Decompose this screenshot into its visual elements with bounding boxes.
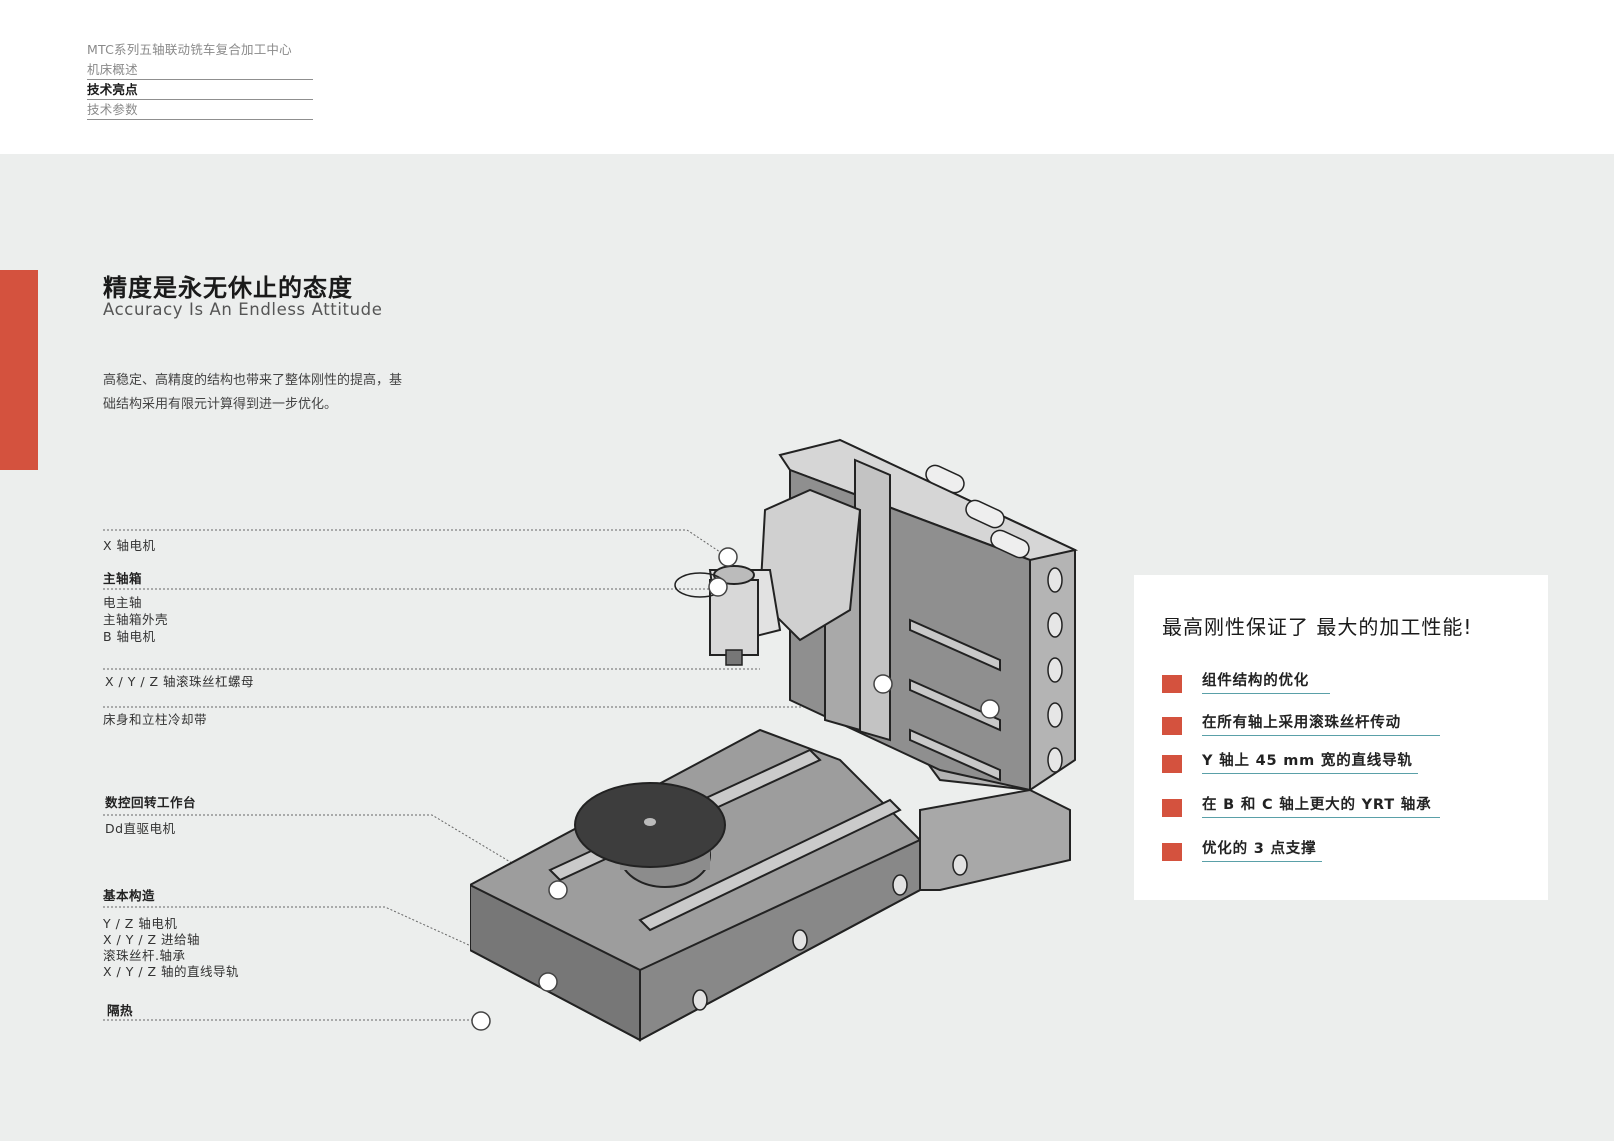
- feature-text: 优化的 3 点支撑: [1202, 841, 1317, 857]
- top-nav: MTC系列五轴联动铣车复合加工中心 机床概述 技术亮点 技术参数: [87, 40, 313, 120]
- nav-item-overview[interactable]: 机床概述: [87, 60, 313, 80]
- machine-illustration: [470, 438, 1079, 1042]
- section-intro: 高稳定、高精度的结构也带来了整体刚性的提高，基 础结构采用有限元计算得到进一步优…: [103, 369, 463, 417]
- feature-card: 最高刚性保证了 最大的加工性能! 组件结构的优化 在所有轴上采用滚珠丝杆传动 Y…: [1134, 575, 1548, 900]
- intro-line-1: 高稳定、高精度的结构也带来了整体刚性的提高，基: [103, 373, 403, 388]
- feature-underline: [1202, 773, 1418, 774]
- callout-spindle-item-1: 电主轴: [103, 595, 143, 610]
- feature-text: 在所有轴上采用滚珠丝杆传动: [1202, 715, 1401, 731]
- callout-coolant: 床身和立柱冷却带: [103, 712, 208, 727]
- intro-line-2: 础结构采用有限元计算得到进一步优化。: [103, 397, 338, 412]
- nav-item-series[interactable]: MTC系列五轴联动铣车复合加工中心: [87, 42, 292, 57]
- feature-bullet: [1162, 675, 1182, 693]
- callout-insulation: 隔热: [107, 1003, 134, 1018]
- section-subtitle: Accuracy Is An Endless Attitude: [103, 300, 383, 319]
- feature-underline: [1202, 693, 1330, 694]
- feature-underline: [1202, 861, 1322, 862]
- callout-dd-motor: Dd直驱电机: [105, 821, 176, 836]
- callout-spindle-item-3: B 轴电机: [103, 629, 156, 644]
- callout-basic-item-2: X / Y / Z 进给轴: [103, 932, 201, 947]
- callout-x-motor: X 轴电机: [103, 538, 156, 553]
- callout-spindle-item-2: 主轴箱外壳: [103, 612, 169, 627]
- callout-spindle-box: 主轴箱: [103, 571, 143, 586]
- feature-bullet: [1162, 799, 1182, 817]
- accent-bar: [0, 270, 38, 470]
- callout-rotary-table: 数控回转工作台: [105, 795, 197, 810]
- feature-underline: [1202, 735, 1440, 736]
- nav-item-highlights[interactable]: 技术亮点: [87, 80, 313, 100]
- feature-bullet: [1162, 843, 1182, 861]
- feature-card-title: 最高刚性保证了 最大的加工性能!: [1162, 615, 1473, 639]
- section-title: 精度是永无休止的态度: [103, 274, 353, 302]
- feature-bullet: [1162, 717, 1182, 735]
- callout-ballscrew-nut: X / Y / Z 轴滚珠丝杠螺母: [105, 674, 255, 689]
- callout-basic-structure: 基本构造: [103, 888, 156, 903]
- feature-underline: [1202, 817, 1440, 818]
- feature-text: Y 轴上 45 mm 宽的直线导轨: [1202, 753, 1413, 769]
- feature-text: 组件结构的优化: [1202, 673, 1310, 689]
- callout-basic-item-4: X / Y / Z 轴的直线导轨: [103, 964, 240, 979]
- nav-item-parameters[interactable]: 技术参数: [87, 100, 313, 120]
- callout-basic-item-1: Y / Z 轴电机: [103, 916, 178, 931]
- feature-bullet: [1162, 755, 1182, 773]
- feature-text: 在 B 和 C 轴上更大的 YRT 轴承: [1202, 797, 1432, 813]
- callout-basic-item-3: 滚珠丝杆.轴承: [103, 948, 186, 963]
